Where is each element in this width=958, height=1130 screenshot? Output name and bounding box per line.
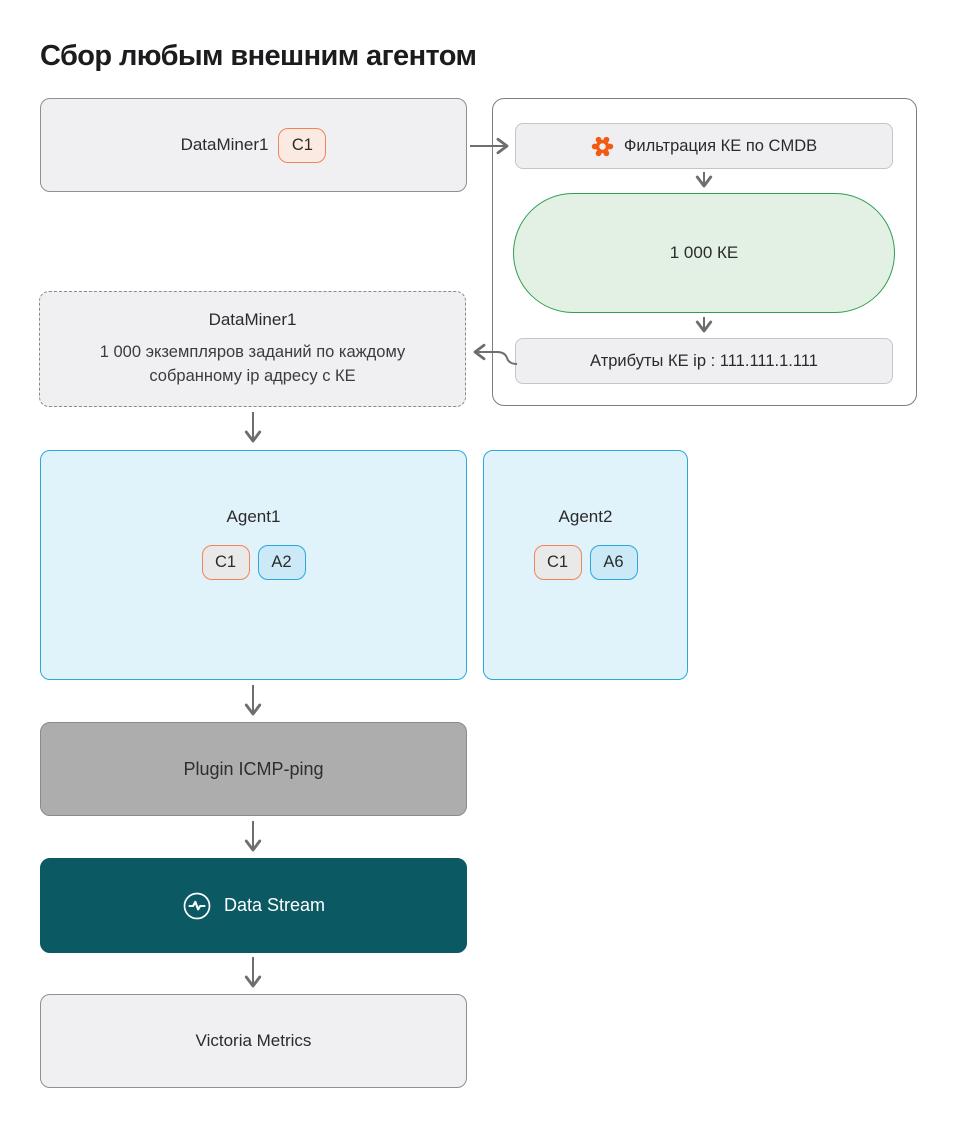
node-attributes-label: Атрибуты КЕ ip : 111.111.1.111 <box>590 351 818 370</box>
pulse-icon <box>182 891 212 921</box>
node-plugin-label: Plugin ICMP-ping <box>183 758 324 779</box>
node-filter-ke-cmdb[interactable]: Фильтрация КЕ по CMDB <box>515 123 893 169</box>
node-filter-label: Фильтрация КЕ по CMDB <box>623 136 818 155</box>
node-1000-ke-label: 1 000 КЕ <box>669 243 739 262</box>
badge-a2: A2 <box>257 544 306 580</box>
node-dataminer1[interactable]: DataMiner1 C1 <box>40 98 467 192</box>
node-dataminer1-tasks-description: 1 000 экземпляров заданий по каждому соб… <box>99 342 406 385</box>
badge-c1: C1 <box>533 544 582 580</box>
node-plugin-icmp-ping[interactable]: Plugin ICMP-ping <box>40 722 467 816</box>
node-data-stream-label: Data Stream <box>223 895 326 915</box>
node-agent1[interactable]: Agent1 C1 A2 <box>40 450 467 680</box>
gear-icon <box>591 135 614 158</box>
node-agent2[interactable]: Agent2 C1 A6 <box>483 450 688 680</box>
page-title: Сбор любым внешним агентом <box>40 40 477 72</box>
node-attributes-ke[interactable]: Атрибуты КЕ ip : 111.111.1.111 <box>515 338 893 384</box>
node-agent1-label: Agent1 <box>226 506 281 526</box>
node-victoria-label: Victoria Metrics <box>195 1031 312 1050</box>
agent1-badges: C1 A2 <box>201 544 306 580</box>
node-dataminer1-label: DataMiner1 <box>180 135 269 154</box>
node-victoria-metrics[interactable]: Victoria Metrics <box>40 994 467 1088</box>
node-dataminer1-tasks[interactable]: DataMiner1 1 000 экземпляров заданий по … <box>39 291 466 407</box>
badge-c1: C1 <box>278 127 327 163</box>
badge-c1: C1 <box>201 544 250 580</box>
badge-a6: A6 <box>589 544 638 580</box>
node-agent2-label: Agent2 <box>558 506 613 526</box>
agent2-badges: C1 A6 <box>533 544 638 580</box>
node-dataminer1-tasks-title: DataMiner1 <box>208 309 297 329</box>
node-1000-ke[interactable]: 1 000 КЕ <box>513 193 895 313</box>
node-data-stream[interactable]: Data Stream <box>40 858 467 953</box>
